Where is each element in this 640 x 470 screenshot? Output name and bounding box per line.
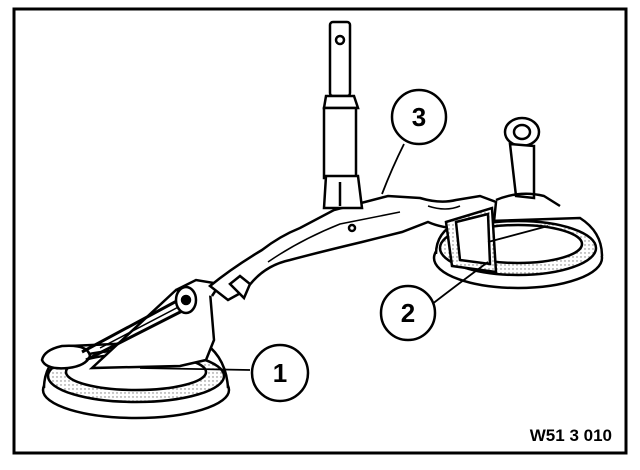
callout-1: 1 [250, 343, 310, 403]
callout-1-label: 1 [273, 358, 287, 388]
callout-3: 3 [390, 88, 448, 146]
suction-cup-2 [432, 116, 604, 290]
suction-cup-1 [40, 278, 231, 420]
callout-2: 2 [379, 284, 437, 342]
connecting-arm [207, 20, 498, 302]
callout-3-label: 3 [412, 102, 426, 132]
figure-code: W51 3 010 [530, 426, 612, 445]
callout-2-label: 2 [401, 298, 415, 328]
